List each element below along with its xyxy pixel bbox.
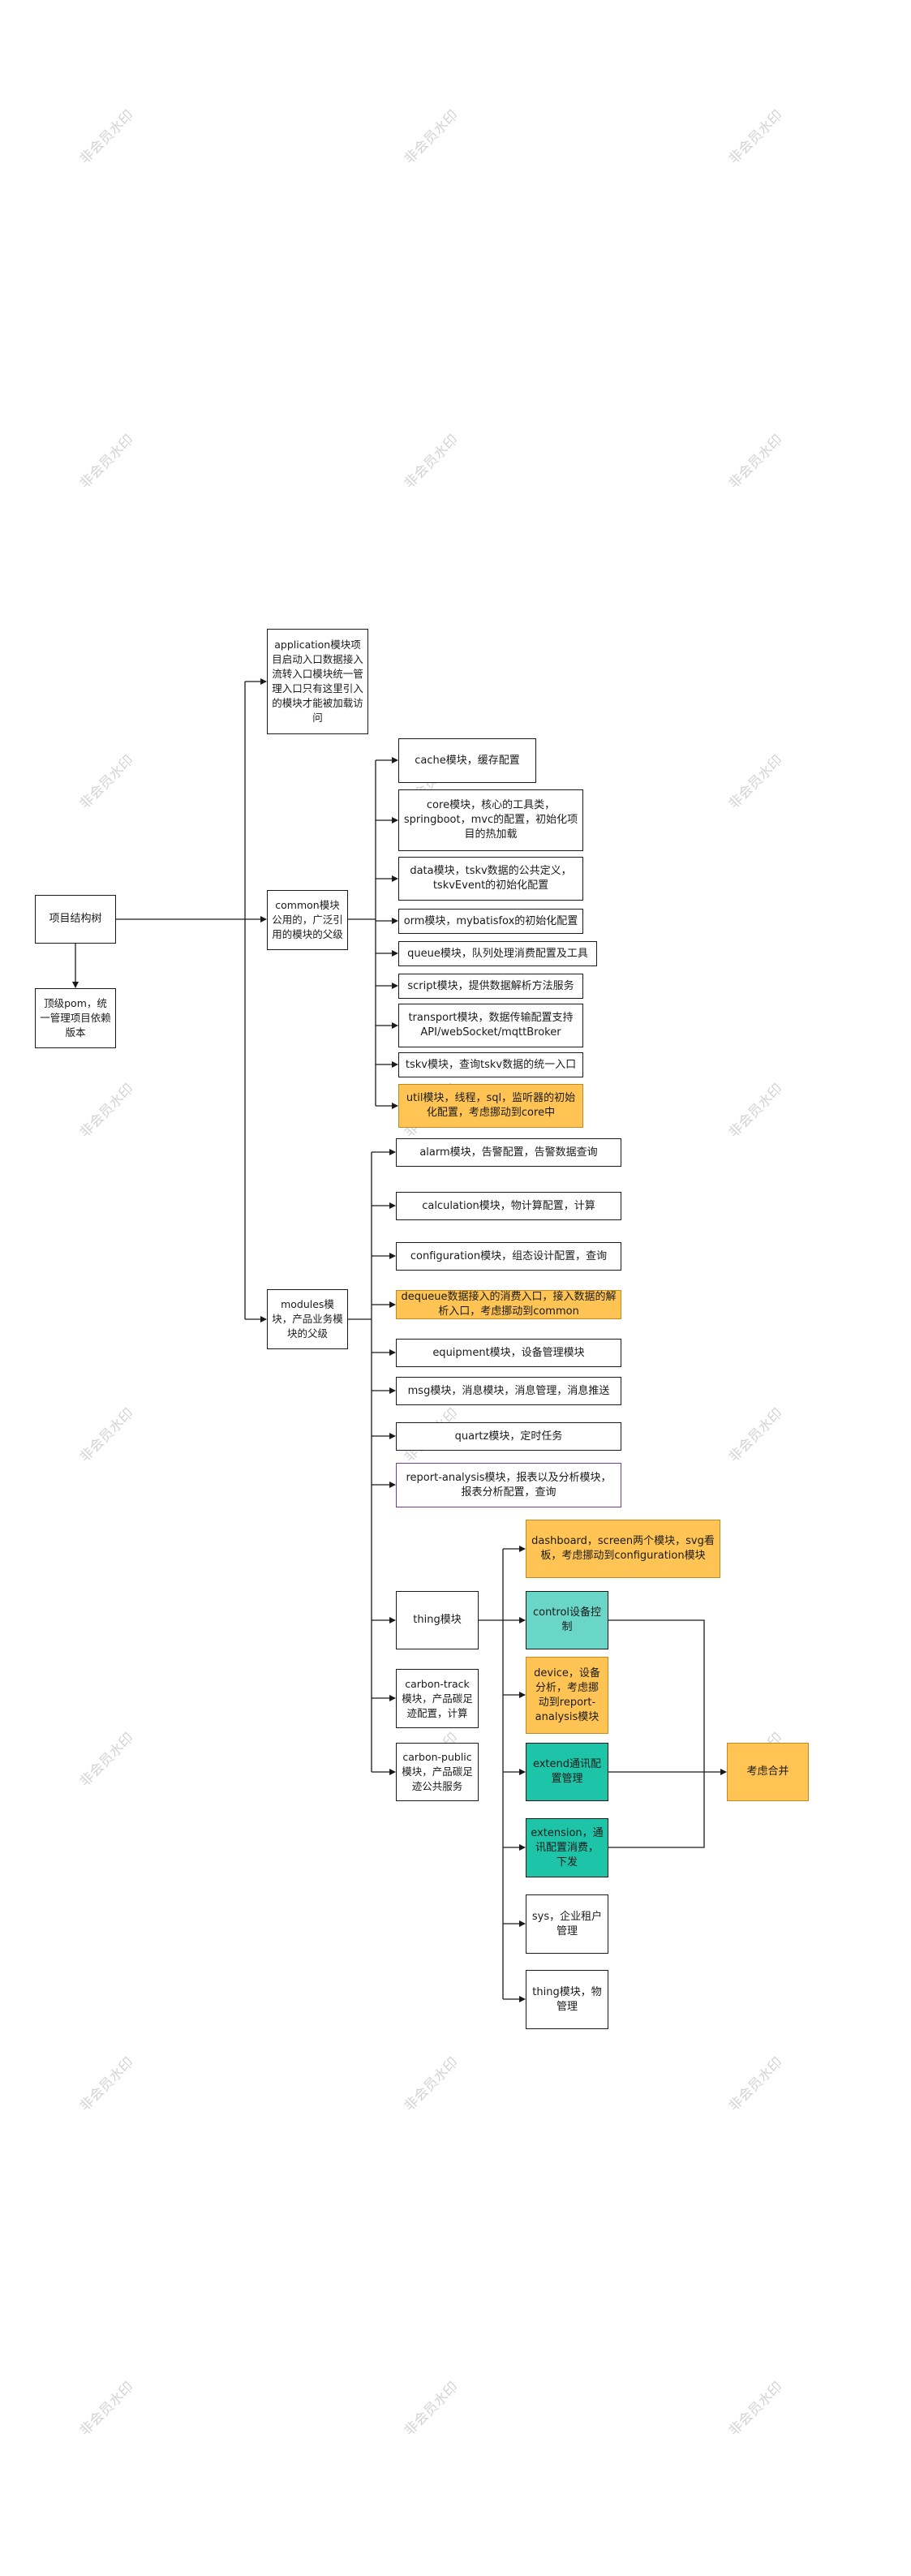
node-merge[interactable]: 考虑合并 bbox=[727, 1743, 809, 1801]
node-thing[interactable]: thing模块 bbox=[396, 1591, 479, 1649]
node-core[interactable]: core模块，核心的工具类，springboot，mvc的配置，初始化项目的热加… bbox=[398, 789, 583, 851]
node-thing-sub[interactable]: thing模块，物管理 bbox=[526, 1970, 608, 2029]
node-data[interactable]: data模块，tskv数据的公共定义，tskvEvent的初始化配置 bbox=[398, 857, 583, 901]
node-modules[interactable]: modules模块，产品业务模块的父级 bbox=[267, 1289, 348, 1349]
node-control[interactable]: control设备控制 bbox=[526, 1591, 608, 1649]
node-calculation[interactable]: calculation模块，物计算配置，计算 bbox=[396, 1192, 621, 1220]
node-pom[interactable]: 顶级pom，统一管理项目依赖版本 bbox=[35, 988, 116, 1048]
node-sys[interactable]: sys，企业租户管理 bbox=[526, 1894, 608, 1954]
node-device[interactable]: device，设备分析，考虑挪动到report-analysis模块 bbox=[526, 1657, 608, 1734]
node-report-analysis[interactable]: report-analysis模块，报表以及分析模块，报表分析配置，查询 bbox=[396, 1463, 621, 1507]
node-equipment[interactable]: equipment模块，设备管理模块 bbox=[396, 1339, 621, 1367]
node-dequeue[interactable]: dequeue数据接入的消费入口，接入数据的解析入口，考虑挪动到common bbox=[396, 1290, 621, 1319]
node-script[interactable]: script模块，提供数据解析方法服务 bbox=[398, 974, 583, 999]
node-root[interactable]: 项目结构树 bbox=[35, 895, 116, 944]
node-util[interactable]: util模块，线程，sql，监听器的初始化配置，考虑挪动到core中 bbox=[398, 1084, 583, 1128]
connector-control-merge bbox=[608, 1619, 705, 1772]
node-carbon-track[interactable]: carbon-track模块，产品碳足迹配置，计算 bbox=[396, 1669, 479, 1728]
node-queue[interactable]: queue模块，队列处理消费配置及工具 bbox=[398, 941, 597, 966]
node-tskv[interactable]: tskv模块，查询tskv数据的统一入口 bbox=[398, 1052, 583, 1077]
node-transport[interactable]: transport模块，数据传输配置支持API/webSocket/mqttBr… bbox=[398, 1004, 583, 1047]
node-carbon-public[interactable]: carbon-public模块，产品碳足迹公共服务 bbox=[396, 1743, 479, 1801]
node-orm[interactable]: orm模块，mybatisfox的初始化配置 bbox=[398, 909, 583, 934]
node-alarm[interactable]: alarm模块，告警配置，告警数据查询 bbox=[396, 1138, 621, 1167]
node-quartz[interactable]: quartz模块，定时任务 bbox=[396, 1422, 621, 1451]
node-extend[interactable]: extend通讯配置管理 bbox=[526, 1743, 608, 1801]
node-cache[interactable]: cache模块，缓存配置 bbox=[398, 738, 536, 783]
node-dashboard[interactable]: dashboard，screen两个模块，svg看板，考虑挪动到configur… bbox=[526, 1520, 720, 1578]
node-msg[interactable]: msg模块，消息模块，消息管理，消息推送 bbox=[396, 1377, 621, 1405]
connector-extension-merge bbox=[608, 1772, 705, 1848]
node-extension[interactable]: extension，通讯配置消费，下发 bbox=[526, 1818, 608, 1877]
node-common[interactable]: common模块公用的，广泛引用的模块的父级 bbox=[267, 890, 348, 950]
node-application[interactable]: application模块项目启动入口数据接入流转入口模块统一管理入口只有这里引… bbox=[267, 629, 368, 734]
node-configuration[interactable]: configuration模块，组态设计配置，查询 bbox=[396, 1242, 621, 1271]
